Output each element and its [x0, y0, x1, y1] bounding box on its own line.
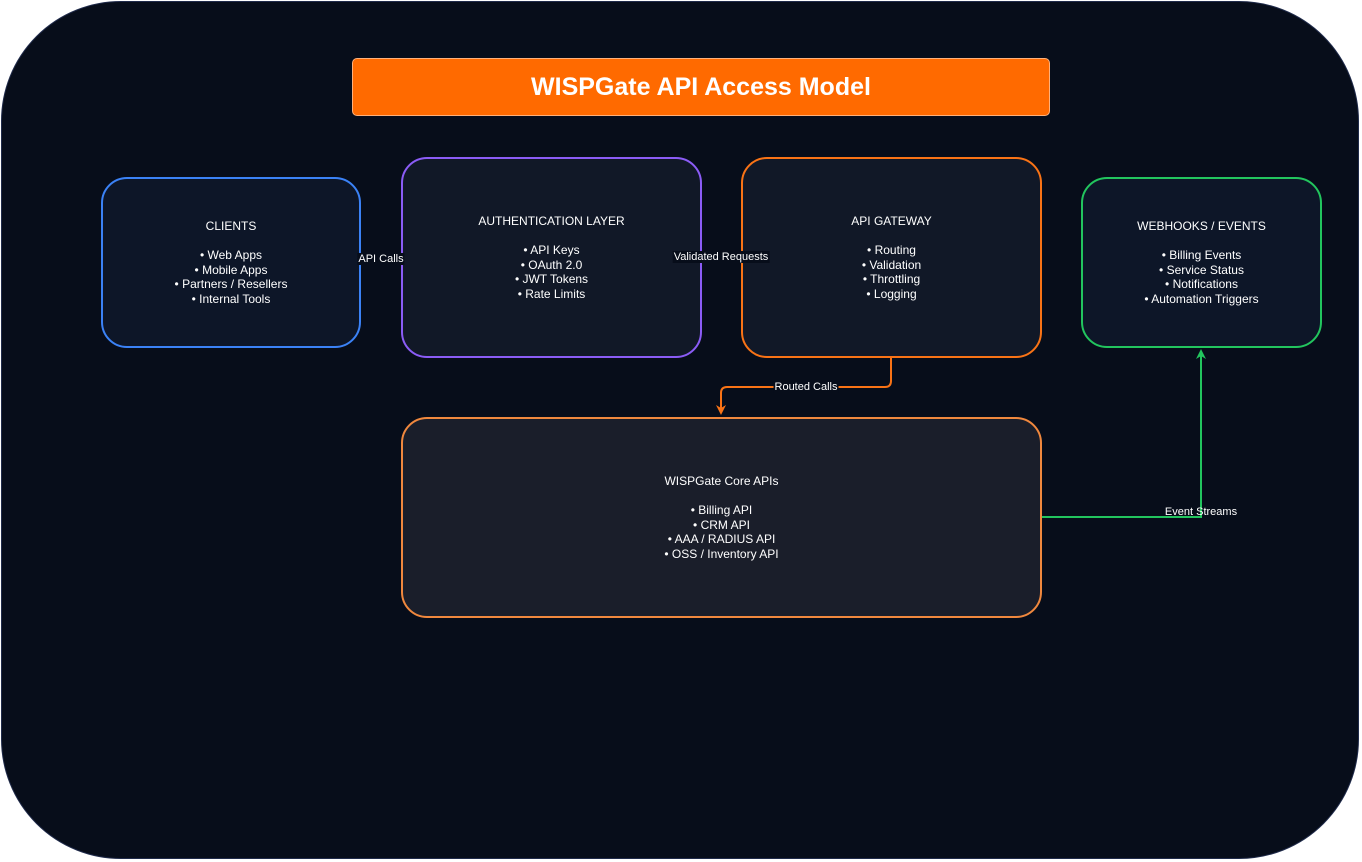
node-authentication-layer: AUTHENTICATION LAYER • API Keys • OAuth … — [401, 157, 702, 358]
node-item: • Logging — [866, 286, 917, 301]
node-heading: API GATEWAY — [851, 213, 932, 228]
node-item: • Service Status — [1159, 262, 1244, 277]
diagram-title: WISPGate API Access Model — [352, 58, 1050, 116]
node-heading: WEBHOOKS / EVENTS — [1137, 218, 1266, 233]
node-heading: WISPGate Core APIs — [664, 473, 779, 488]
node-item: • Billing API — [690, 503, 753, 518]
node-item: • Internal Tools — [191, 291, 271, 306]
edge-core-to-webhooks — [1042, 349, 1206, 518]
edge-label-api-calls: API Calls — [357, 253, 405, 265]
node-item: • Validation — [861, 257, 922, 272]
node-item: • AAA / RADIUS API — [667, 532, 776, 547]
node-api-gateway: API GATEWAY • Routing • Validation • Thr… — [741, 157, 1042, 358]
node-item: • Partners / Resellers — [174, 277, 288, 292]
node-item: • Billing Events — [1161, 248, 1242, 263]
node-item: • Routing — [867, 243, 916, 258]
node-item: • Rate Limits — [517, 286, 586, 301]
node-item: • Notifications — [1165, 277, 1238, 292]
edge-label-routed-calls: Routed Calls — [773, 381, 839, 393]
node-item: • Web Apps — [199, 248, 262, 263]
node-item: • API Keys — [523, 243, 580, 258]
node-heading: AUTHENTICATION LAYER — [478, 213, 625, 228]
edge-label-validated-requests: Validated Requests — [672, 251, 770, 263]
node-core-apis: WISPGate Core APIs • Billing API • CRM A… — [401, 417, 1042, 618]
node-item: • Throttling — [862, 272, 921, 287]
node-heading: CLIENTS — [205, 218, 257, 233]
node-item: • CRM API — [693, 517, 750, 532]
node-item: • JWT Tokens — [514, 272, 589, 287]
node-item: • OSS / Inventory API — [664, 546, 779, 561]
node-item: • Mobile Apps — [194, 262, 268, 277]
node-item: • Automation Triggers — [1144, 291, 1259, 306]
node-clients: CLIENTS • Web Apps • Mobile Apps • Partn… — [101, 177, 361, 348]
edge-label-event-streams: Event Streams — [1164, 506, 1238, 518]
node-webhooks-events: WEBHOOKS / EVENTS • Billing Events • Ser… — [1081, 177, 1322, 348]
node-item: • OAuth 2.0 — [520, 257, 583, 272]
